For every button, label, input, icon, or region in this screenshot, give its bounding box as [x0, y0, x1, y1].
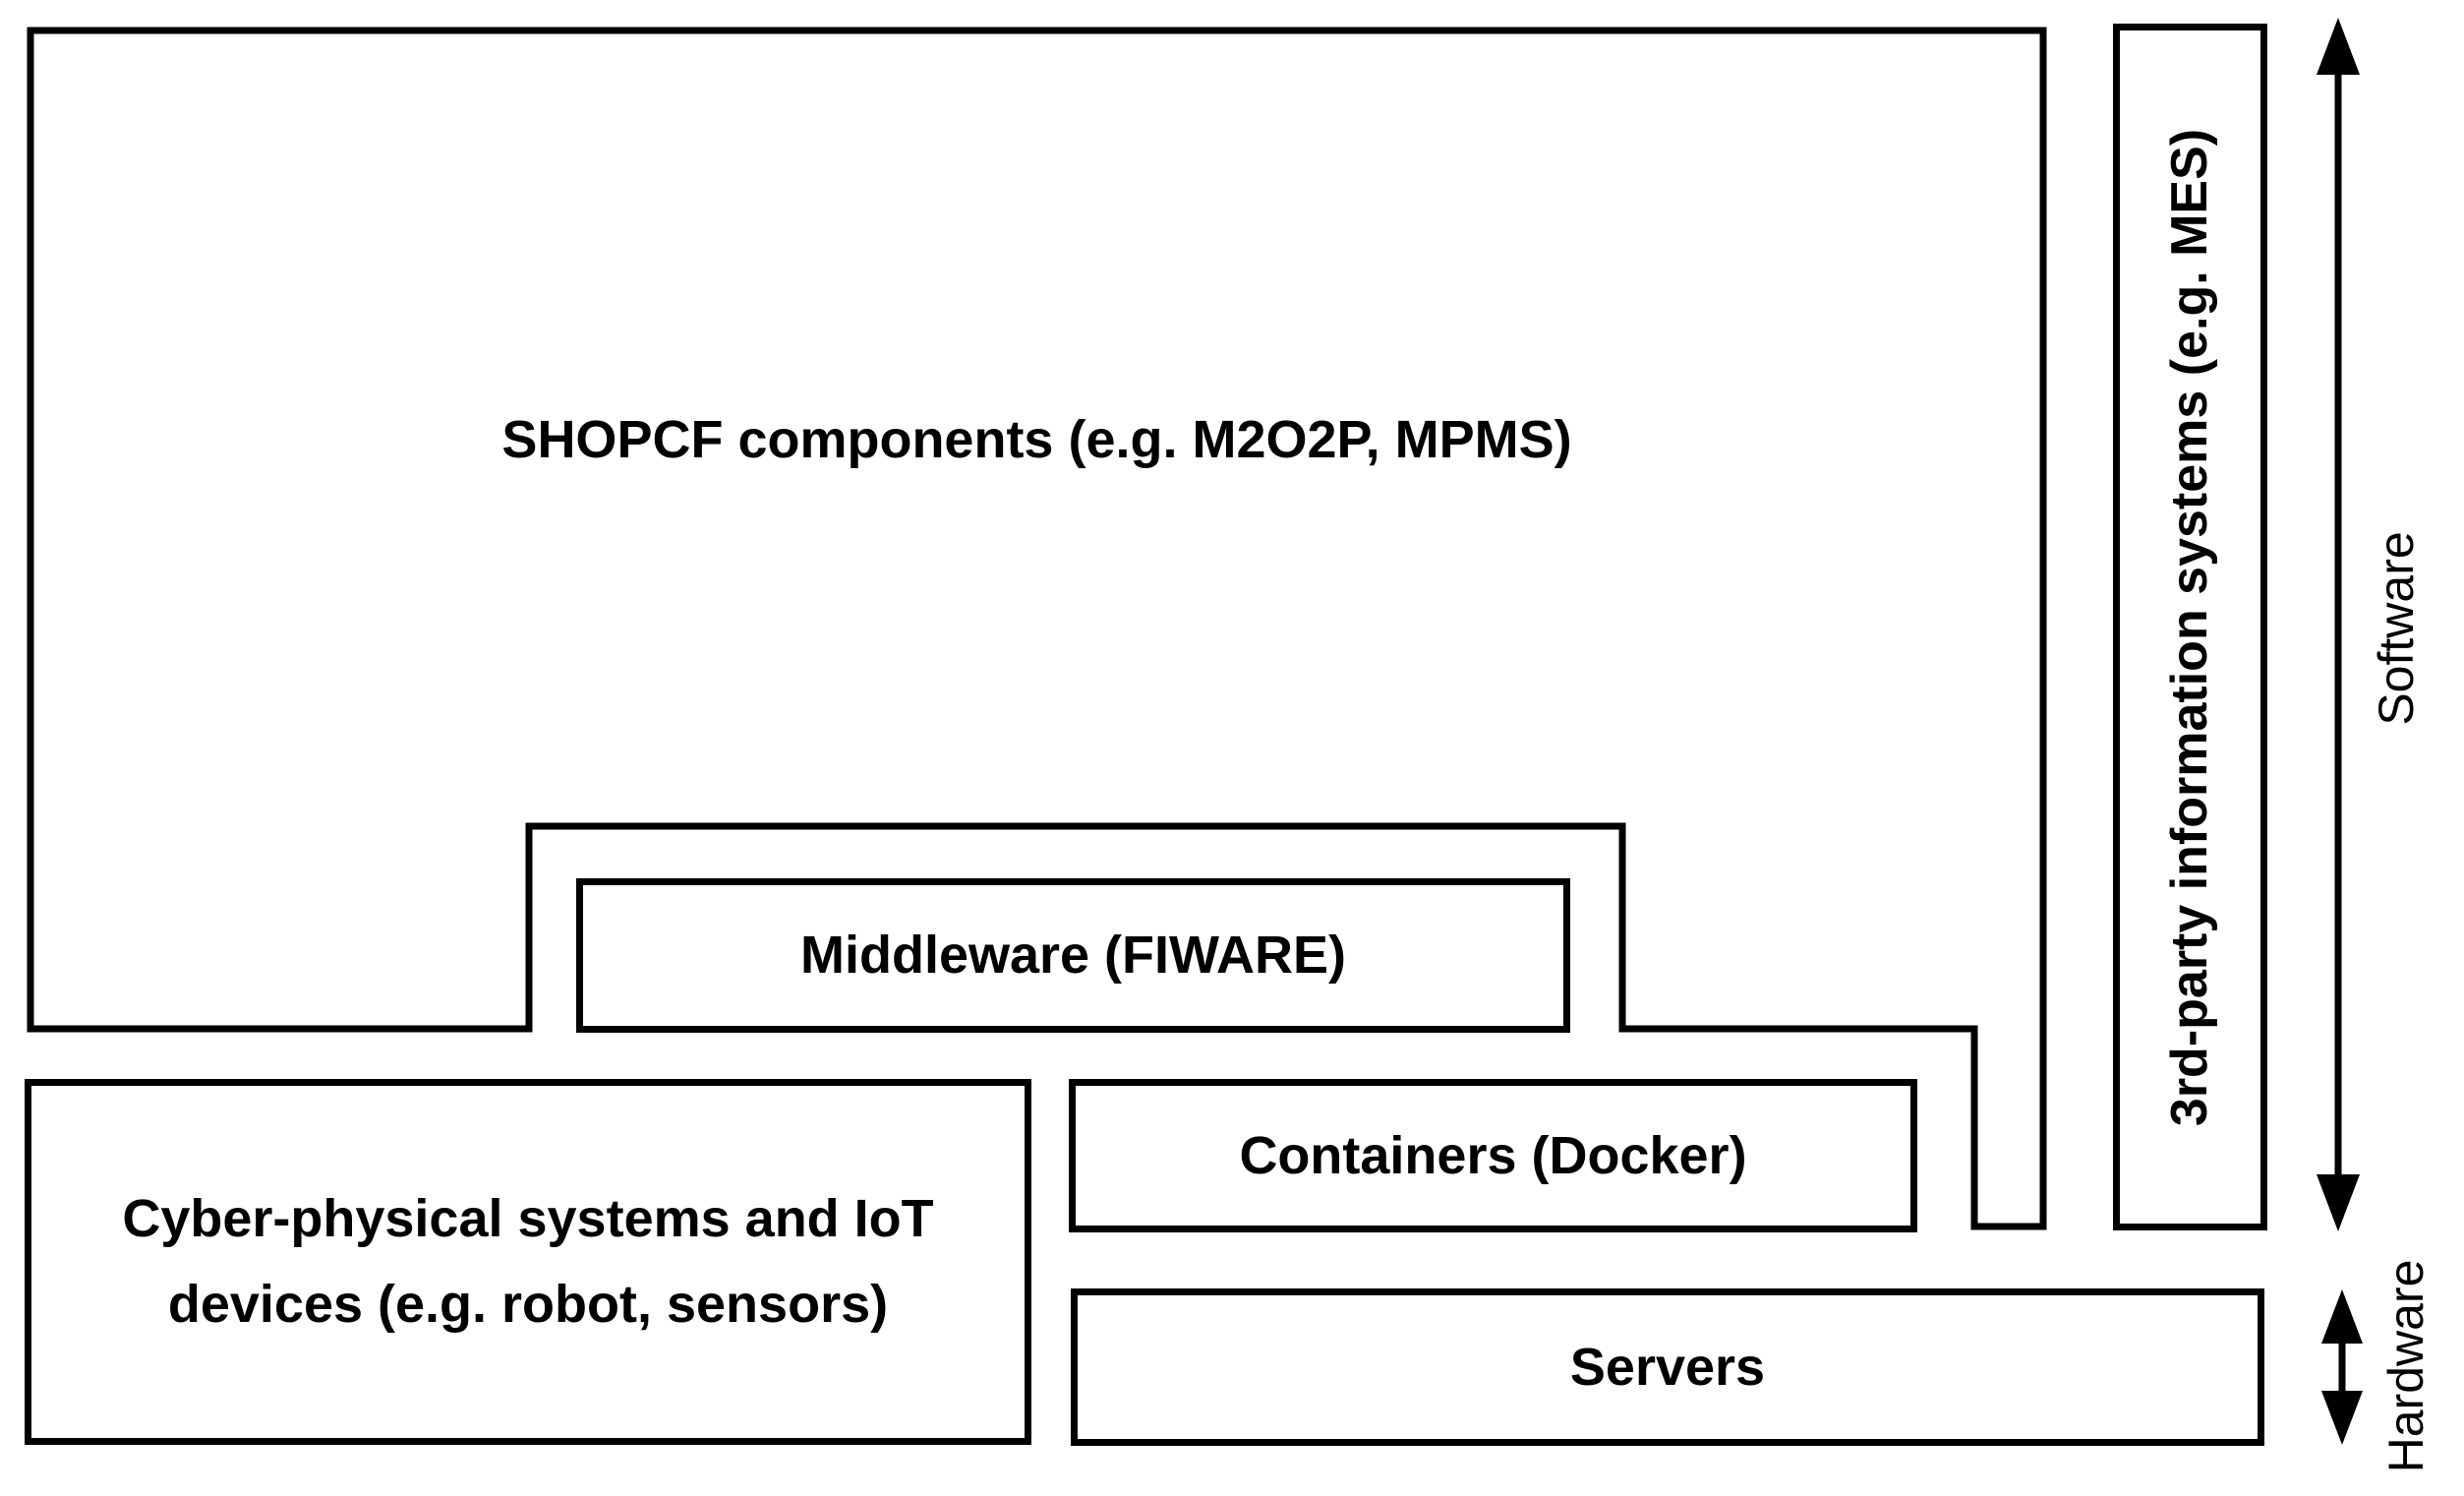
cyber-physical-label-line2: devices (e.g. robot, sensors) — [167, 1275, 889, 1334]
software-scope-arrow-icon — [2317, 18, 2360, 1231]
third-party-systems-box: 3rd-party information systems (e.g. MES) — [2113, 24, 2267, 1230]
shopcf-box-outline — [27, 27, 2047, 1230]
containers-label: Containers (Docker) — [1239, 1125, 1747, 1185]
software-side-label: Software — [2369, 531, 2424, 726]
containers-box: Containers (Docker) — [1069, 1079, 1917, 1232]
hardware-scope-arrow-icon — [2321, 1289, 2363, 1445]
middleware-label: Middleware (FIWARE) — [799, 926, 1347, 986]
middleware-box: Middleware (FIWARE) — [576, 878, 1570, 1033]
servers-label: Servers — [1569, 1337, 1766, 1397]
cyber-physical-label: Cyber-physical systems and IoT devices (… — [122, 1176, 933, 1347]
cyber-physical-box: Cyber-physical systems and IoT devices (… — [25, 1079, 1031, 1445]
servers-box: Servers — [1071, 1288, 2264, 1446]
cyber-physical-label-line1: Cyber-physical systems and IoT — [122, 1189, 934, 1248]
shopcf-components-label: SHOPCF components (e.g. M2O2P, MPMS) — [501, 410, 1572, 469]
hardware-side-label: Hardware — [2378, 1259, 2434, 1473]
third-party-systems-label: 3rd-party information systems (e.g. MES) — [2161, 128, 2219, 1126]
